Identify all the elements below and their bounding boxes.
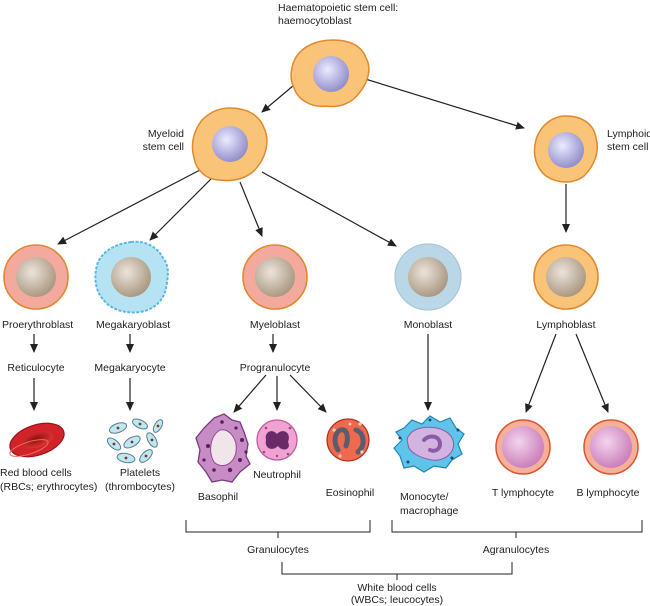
eosinophil-cell: [326, 418, 370, 462]
lymphoblast-label: Lymphoblast: [536, 319, 595, 331]
monoblast-label: Monoblast: [404, 319, 453, 331]
lymphoid-label-line1: Lymphoid: [607, 128, 650, 140]
haematopoietic-stem-cell: [290, 39, 370, 108]
white-blood-cells-bracket: [281, 562, 513, 580]
lymphoid-stem-cell: [533, 115, 598, 183]
neutrophil-label: Neutrophil: [253, 469, 301, 481]
granulocytes-label: Granulocytes: [247, 544, 309, 556]
monocyte-macrophage-cell: [393, 415, 465, 473]
basophil-cell: [195, 413, 251, 483]
neutrophil-cell: [256, 419, 298, 461]
platelets-label-line2: (thrombocytes): [105, 481, 175, 493]
rbc-label-line2: (RBCs; erythrocytes): [0, 481, 97, 493]
lymphoid-label-line2: stem cell: [607, 141, 648, 153]
b-lymphocyte-label: B lymphocyte: [576, 487, 639, 499]
arrow-myeloid-to-monoblast: [261, 171, 397, 247]
myeloid-stem-cell: [191, 107, 268, 182]
megakaryocyte-label: Megakaryocyte: [94, 362, 165, 374]
wbc-label-line2: (WBCs; leucocytes): [351, 594, 443, 606]
red-blood-cell: [9, 422, 65, 458]
arrow-myeloid-to-myeloblast: [239, 181, 263, 237]
monocyte-label-line1: Monocyte/: [400, 491, 449, 503]
b-lymphocyte-cell: [583, 419, 639, 475]
monoblast-cell: [394, 243, 462, 311]
eosinophil-label: Eosinophil: [326, 487, 374, 499]
progranulocyte-label: Progranulocyte: [240, 362, 311, 374]
granulocytes-bracket: [185, 520, 371, 538]
arrow-lymphoblast-to-t-lymphocyte: [525, 333, 557, 413]
t-lymphocyte-label: T lymphocyte: [492, 487, 554, 499]
brackets: [185, 520, 643, 580]
arrow-hsc-to-lymphoid: [361, 77, 525, 130]
arrow-progranulocyte-to-basophil: [233, 374, 267, 413]
agranulocytes-bracket: [391, 520, 643, 538]
arrow-myeloid-to-proerythroblast: [57, 169, 201, 245]
rbc-label-line1: Red blood cells: [0, 467, 72, 479]
myeloid-label-line2: stem cell: [143, 141, 184, 153]
arrow-lymphoblast-to-b-lymphocyte: [575, 333, 609, 413]
reticulocyte-label: Reticulocyte: [7, 362, 64, 374]
megakaryoblast-cell: [94, 240, 169, 314]
myeloblast-label: Myeloblast: [250, 319, 300, 331]
hsc-label-line1: Haematopoietic stem cell:: [278, 2, 398, 14]
wbc-label-line1: White blood cells: [357, 582, 436, 594]
arrow-progranulocyte-to-eosinophil: [289, 374, 327, 413]
arrow-myeloid-to-megakaryoblast: [149, 177, 213, 241]
myeloid-label-line1: Myeloid: [148, 128, 184, 140]
myeloblast-cell: [242, 244, 308, 310]
agranulocytes-label: Agranulocytes: [483, 544, 550, 556]
proerythroblast-label: Proerythroblast: [2, 319, 73, 331]
platelets: [106, 418, 164, 464]
megakaryoblast-label: Megakaryoblast: [96, 319, 170, 331]
lymphoblast-cell: [533, 244, 599, 310]
monocyte-label-line2: macrophage: [400, 505, 459, 517]
platelets-label-line1: Platelets: [120, 467, 160, 479]
hsc-label-line2: haemocytoblast: [278, 15, 352, 27]
t-lymphocyte-cell: [495, 419, 551, 475]
arrows: [30, 77, 609, 413]
platelet-granules: [112, 422, 160, 460]
basophil-label: Basophil: [198, 491, 238, 503]
proerythroblast-cell: [3, 244, 69, 310]
